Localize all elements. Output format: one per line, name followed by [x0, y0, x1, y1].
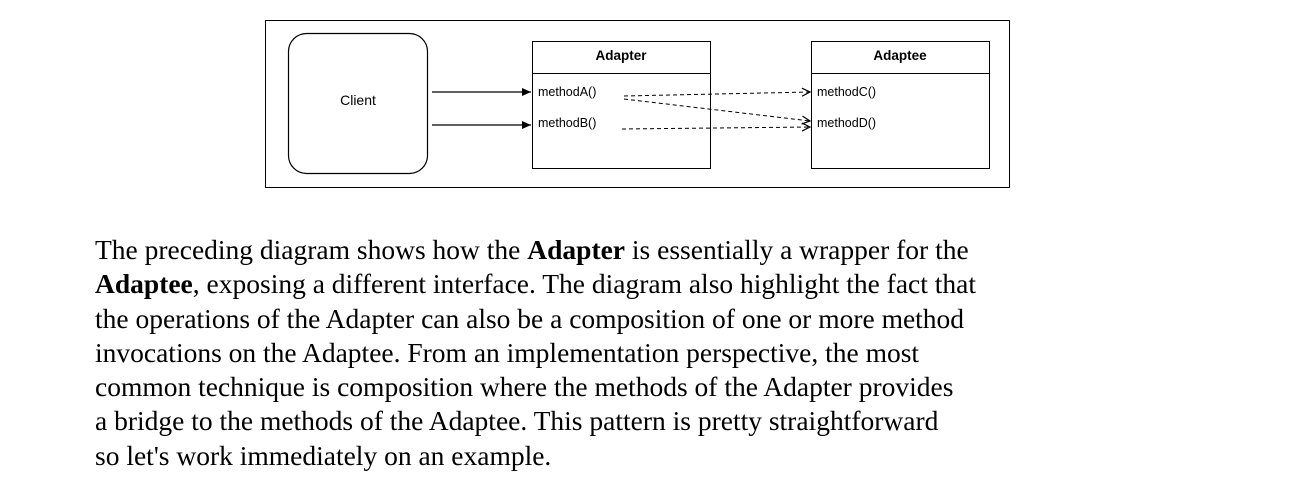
caption-line-1-text-c: is essentially a wrapper for the	[625, 234, 969, 265]
method-b-to-method-d-arrow	[621, 127, 810, 129]
adapter-method-b: methodB()	[538, 116, 596, 130]
caption-line-2: Adaptee, exposing a different interface.…	[95, 267, 1155, 301]
adaptee-method-c: methodC()	[817, 85, 876, 99]
adaptee-method-d: methodD()	[817, 116, 876, 130]
client-label: Client	[340, 92, 376, 108]
adapter-title: Adapter	[595, 48, 647, 63]
method-a-to-method-c-arrow	[623, 92, 810, 96]
adaptee-class-box: Adaptee methodC() methodD()	[811, 41, 990, 169]
caption-line-2-text-b: , exposing a different interface. The di…	[192, 268, 977, 300]
method-a-to-method-d-arrow	[623, 98, 810, 121]
caption-line-1: The preceding diagram shows how the Adap…	[95, 233, 1155, 267]
caption-bold-adaptee: Adaptee	[95, 268, 193, 300]
caption-line-7: so let's work immediately on an example.	[95, 439, 552, 471]
caption-line-3: the operations of the Adapter can also b…	[95, 302, 965, 334]
caption-paragraph: The preceding diagram shows how the Adap…	[95, 233, 1155, 473]
caption-line-4: invocations on the Adaptee. From an impl…	[95, 336, 920, 368]
adaptee-title: Adaptee	[873, 48, 927, 63]
caption-bold-adapter: Adapter	[527, 234, 626, 265]
adapter-method-a: methodA()	[538, 85, 596, 99]
caption-line-6: a bridge to the methods of the Adaptee. …	[95, 405, 939, 437]
adapter-class-box: Adapter methodA() methodB()	[532, 41, 711, 169]
adapter-pattern-diagram: Client Adapter methodA() methodB() Adapt…	[287, 32, 990, 175]
caption-line-1-text-a: The preceding diagram shows how the	[95, 234, 528, 265]
caption-line-5: common technique is composition where th…	[95, 371, 954, 403]
client-box: Client	[287, 32, 429, 175]
